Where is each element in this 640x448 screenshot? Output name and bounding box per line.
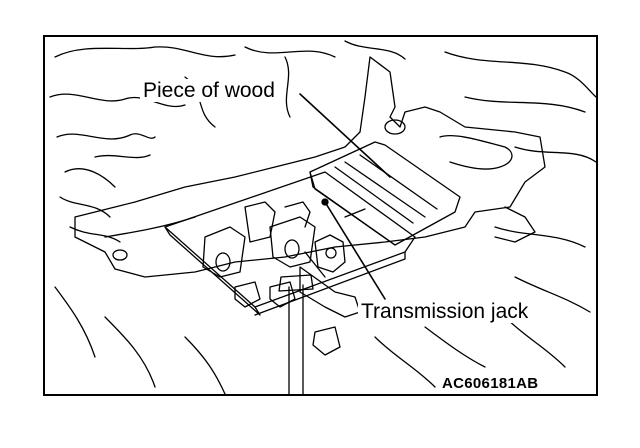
label-transmission-jack: Transmission jack (358, 300, 532, 323)
piece-of-wood (309, 141, 461, 246)
figure-code: AC606181AB (440, 375, 541, 392)
transmission-jack (164, 171, 416, 394)
label-piece-of-wood: Piece of wood (140, 79, 278, 102)
crossmember (74, 56, 546, 278)
background-chassis (49, 40, 596, 394)
leader-lines (299, 93, 391, 300)
jack-wood-illustration (49, 40, 596, 394)
leader-line-wood (299, 93, 391, 178)
leader-line-jack (324, 201, 386, 300)
diagram-frame: Piece of wood Transmission jack AC606181… (43, 35, 598, 396)
